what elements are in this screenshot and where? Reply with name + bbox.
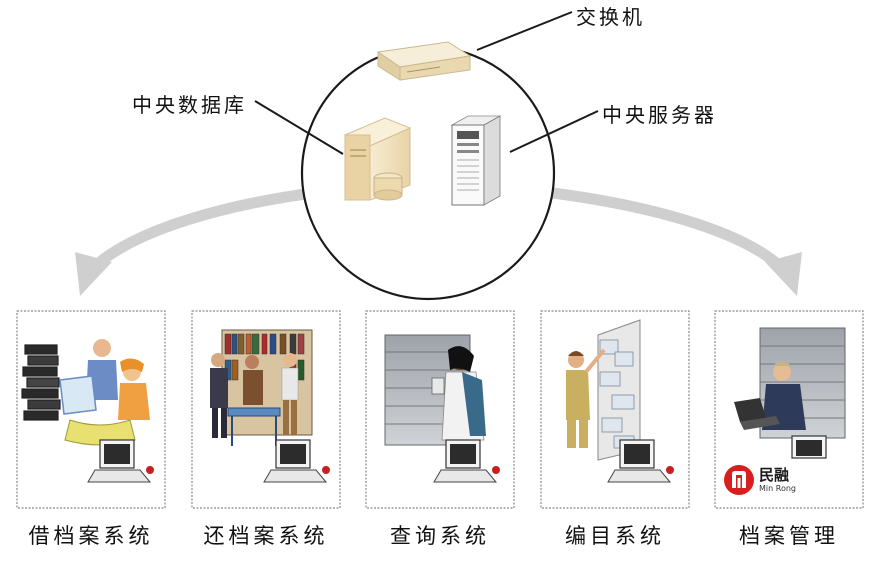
minrong-logo-icon [724, 465, 754, 495]
database-leader-line [254, 100, 344, 155]
minrong-logo-en: Min Rong [759, 484, 796, 493]
left-curved-arrow [75, 186, 326, 296]
central-server-icon [450, 115, 502, 206]
system-frame-catalog [540, 310, 690, 509]
system-label-catalog: 编目系统 [565, 524, 665, 548]
system-frame-borrow [16, 310, 166, 509]
switch-icon [376, 41, 472, 81]
central-database-label: 中央数据库 [132, 93, 247, 117]
system-frame-management [714, 310, 864, 509]
central-server-label: 中央服务器 [602, 103, 717, 127]
system-label-query: 查询系统 [390, 524, 490, 548]
system-frame-query [365, 310, 515, 509]
right-curved-arrow [539, 186, 802, 296]
minrong-logo: 民融 Min Rong [719, 459, 850, 501]
switch-label: 交换机 [576, 5, 645, 29]
minrong-logo-cn: 民融 [759, 466, 790, 484]
system-frame-return [191, 310, 341, 509]
system-label-borrow: 借档案系统 [28, 524, 154, 548]
server-leader-line [509, 110, 599, 153]
switch-leader-line [476, 11, 573, 51]
system-label-return: 还档案系统 [203, 524, 329, 548]
system-label-management: 档案管理 [739, 524, 839, 548]
database-server-icon [343, 117, 412, 201]
central-circle [300, 45, 556, 301]
